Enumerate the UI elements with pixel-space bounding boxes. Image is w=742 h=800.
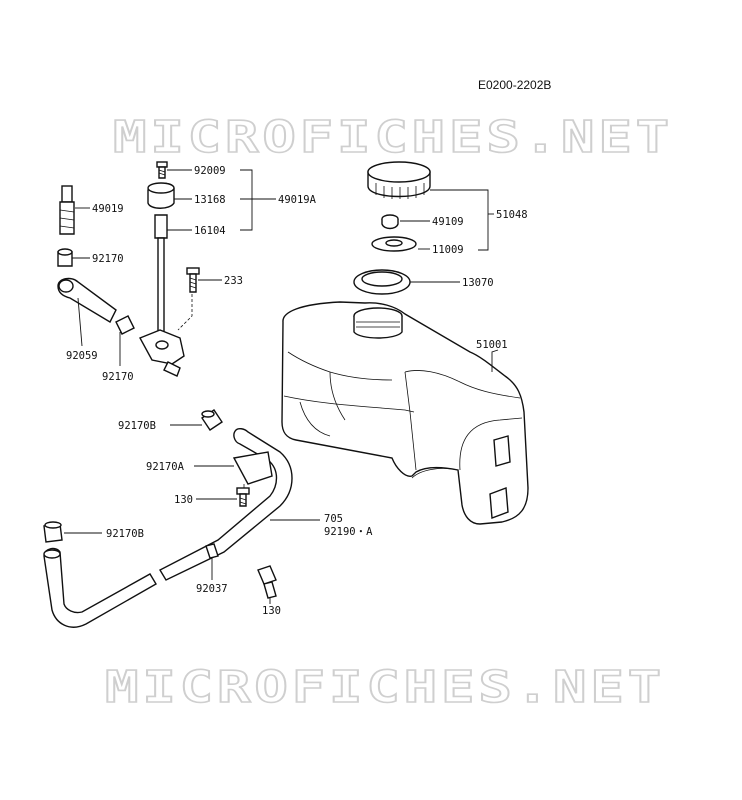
fuel-cock-screw-92009	[156, 161, 168, 179]
label-233: 233	[224, 275, 243, 287]
diagram-code: E0200-2202B	[478, 78, 551, 92]
watermark-bottom: MICROFICHES.NET	[105, 662, 665, 713]
label-13070: 13070	[462, 277, 494, 289]
fuel-hose-long	[43, 547, 157, 628]
clamp-92170-top	[57, 248, 73, 267]
fuel-cock-rod-16104	[154, 214, 168, 336]
label-11009: 11009	[432, 244, 464, 256]
label-92170B-top: 92170B	[118, 420, 156, 432]
label-51001: 51001	[476, 339, 508, 351]
fuel-hose-92059	[57, 277, 117, 323]
label-51048: 51048	[496, 209, 528, 221]
label-130-bottom: 130	[262, 605, 281, 617]
watermark-top: MICROFICHES.NET	[113, 112, 673, 163]
fuel-cock-knob-13168	[147, 182, 175, 209]
clamp-92170B-top	[201, 409, 223, 431]
cap-seal-49109	[381, 214, 399, 230]
label-16104: 16104	[194, 225, 226, 237]
bolt-130-bottom	[257, 565, 277, 599]
fuel-tank	[281, 301, 529, 525]
label-92190A: 92190・A	[324, 526, 373, 538]
fuel-cock-body	[139, 329, 185, 377]
leader-lines	[64, 169, 499, 604]
label-49019A: 49019A	[278, 194, 317, 206]
cap-gasket-11009	[371, 236, 417, 252]
label-92170A: 92170A	[146, 461, 185, 473]
label-92170-top: 92170	[92, 253, 124, 265]
clamp-92170B-bottom	[43, 521, 63, 543]
tank-cap	[367, 161, 431, 199]
label-49109: 49109	[432, 216, 464, 228]
label-92037: 92037	[196, 583, 228, 595]
label-92170B-bottom: 92170B	[106, 528, 144, 540]
fuel-filter-49019	[59, 185, 75, 235]
screw-233	[177, 267, 200, 331]
label-13168: 13168	[194, 194, 226, 206]
label-92009: 92009	[194, 165, 226, 177]
label-130-left: 130	[174, 494, 193, 506]
clamp-92170-bottom	[115, 315, 135, 335]
fuel-pipe-705	[159, 427, 293, 581]
bolt-130-left	[236, 487, 250, 507]
label-92170-bottom: 92170	[102, 371, 134, 383]
filler-gasket-13070	[353, 269, 411, 295]
hose-clamp-92037	[205, 543, 219, 559]
pipe-bracket-92170A	[232, 451, 273, 490]
label-92059: 92059	[66, 350, 98, 362]
label-705: 705	[324, 513, 343, 525]
label-49019: 49019	[92, 203, 124, 215]
